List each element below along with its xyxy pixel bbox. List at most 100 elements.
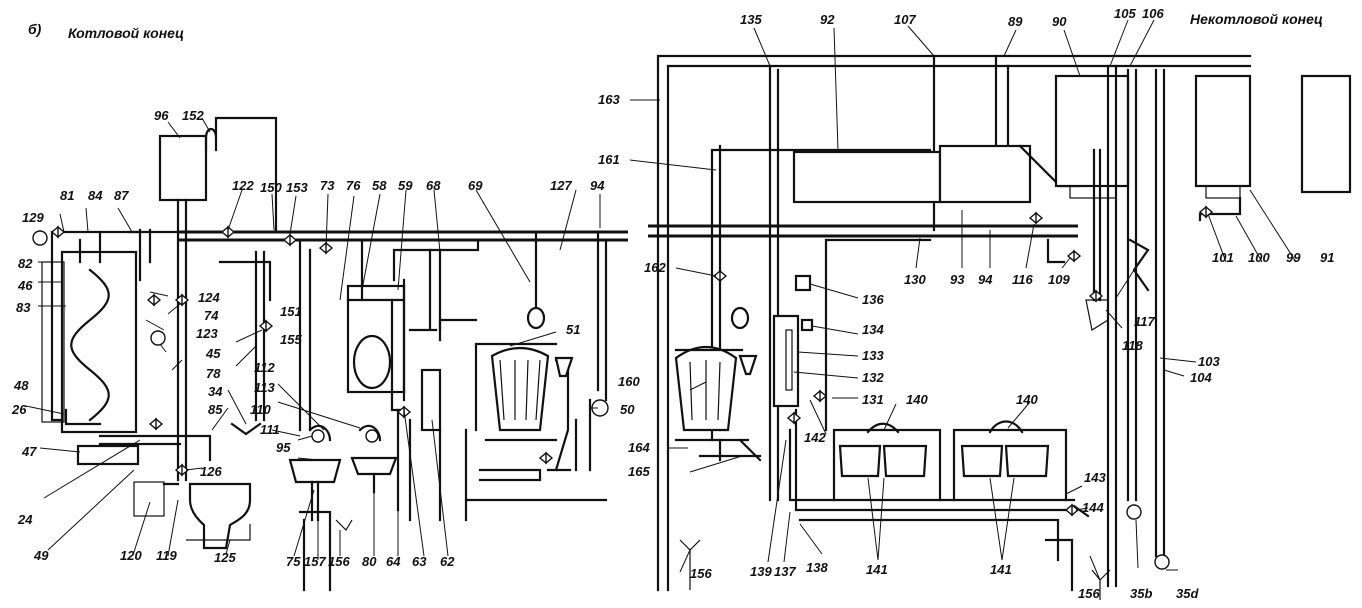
label-48: 48 xyxy=(13,378,29,393)
right-end-title: Некотловой конец xyxy=(1190,11,1323,27)
label-83: 83 xyxy=(16,300,31,315)
label-74: 74 xyxy=(204,308,219,323)
label-152: 152 xyxy=(182,108,204,123)
label-132: 132 xyxy=(862,370,884,385)
tank-99-base xyxy=(1205,185,1241,199)
label-156-right: 156 xyxy=(1078,586,1100,601)
label-111: 111 xyxy=(260,422,280,437)
label-62: 62 xyxy=(440,554,455,569)
label-116: 116 xyxy=(1012,272,1033,287)
filter-62 xyxy=(420,368,442,432)
label-140-right: 140 xyxy=(1016,392,1038,407)
label-110: 110 xyxy=(250,402,271,417)
label-142: 142 xyxy=(804,430,826,445)
label-100: 100 xyxy=(1248,250,1270,265)
label-122: 122 xyxy=(232,178,254,193)
toilet-bowl xyxy=(188,482,252,550)
label-144: 144 xyxy=(1082,500,1104,515)
label-35b: 35b xyxy=(1130,586,1152,601)
label-117: 117 xyxy=(1134,314,1155,329)
label-150: 150 xyxy=(260,180,282,195)
label-94-left: 94 xyxy=(590,178,605,193)
label-104: 104 xyxy=(1190,370,1212,385)
drain-35b xyxy=(1126,504,1142,520)
flush-box xyxy=(133,481,165,517)
label-45: 45 xyxy=(205,346,221,361)
label-163: 163 xyxy=(598,92,620,107)
label-137: 137 xyxy=(774,564,796,579)
washbasins-left xyxy=(832,422,942,502)
valve-69-body xyxy=(526,306,546,330)
label-136: 136 xyxy=(862,292,884,307)
device-134 xyxy=(800,318,814,332)
boiler-base xyxy=(76,444,140,466)
gauge-129 xyxy=(32,230,48,246)
label-139: 139 xyxy=(750,564,772,579)
label-34: 34 xyxy=(208,384,223,399)
boiler-body xyxy=(60,250,138,434)
label-109: 109 xyxy=(1048,272,1070,287)
label-103: 103 xyxy=(1198,354,1220,369)
label-75: 75 xyxy=(286,554,301,569)
label-49: 49 xyxy=(33,548,49,563)
tank-90 xyxy=(1054,74,1130,188)
label-143: 143 xyxy=(1084,470,1106,485)
valve-51-housing xyxy=(554,356,574,378)
valve-162-body xyxy=(730,306,750,330)
label-51: 51 xyxy=(566,322,580,337)
label-99: 99 xyxy=(1286,250,1301,265)
label-101: 101 xyxy=(1212,250,1234,265)
label-161: 161 xyxy=(598,152,620,167)
heating-coil xyxy=(70,268,110,422)
funnel-34 xyxy=(230,422,262,436)
label-85: 85 xyxy=(208,402,223,417)
valve-160-housing xyxy=(738,354,758,376)
tank-99 xyxy=(1194,74,1252,188)
label-113: 113 xyxy=(254,380,275,395)
label-124: 124 xyxy=(198,290,220,305)
label-134: 134 xyxy=(862,322,884,337)
label-64: 64 xyxy=(386,554,401,569)
thermometer-45 xyxy=(150,330,166,346)
left-valves xyxy=(50,225,554,477)
label-92: 92 xyxy=(820,12,835,27)
label-94-right: 94 xyxy=(978,272,993,287)
label-156-left: 156 xyxy=(328,554,350,569)
label-87: 87 xyxy=(114,188,129,203)
left-end-title: Котловой конец xyxy=(68,25,184,41)
label-96: 96 xyxy=(154,108,169,123)
washbasins-right xyxy=(952,420,1068,502)
device-136 xyxy=(794,274,812,292)
label-162: 162 xyxy=(644,260,666,275)
label-141-left: 141 xyxy=(866,562,888,577)
label-123: 123 xyxy=(196,326,218,341)
tank-92 xyxy=(792,150,942,204)
label-47: 47 xyxy=(21,444,37,459)
expansion-tank xyxy=(158,134,208,202)
label-59: 59 xyxy=(398,178,413,193)
label-129: 129 xyxy=(22,210,44,225)
basin-80 xyxy=(350,456,398,476)
label-73: 73 xyxy=(320,178,335,193)
label-89: 89 xyxy=(1008,14,1023,29)
label-157: 157 xyxy=(304,554,326,569)
label-81: 81 xyxy=(60,188,74,203)
label-127: 127 xyxy=(550,178,572,193)
heater-vessel xyxy=(352,334,392,390)
label-153: 153 xyxy=(286,180,308,195)
label-46: 46 xyxy=(17,278,33,293)
label-160: 160 xyxy=(618,374,640,389)
label-135: 135 xyxy=(740,12,762,27)
label-151: 151 xyxy=(280,304,302,319)
label-140-left: 140 xyxy=(906,392,928,407)
expansion-pipe xyxy=(204,116,278,232)
drain-35d xyxy=(1154,554,1170,570)
label-155: 155 xyxy=(280,332,302,347)
label-24: 24 xyxy=(17,512,33,527)
label-126: 126 xyxy=(200,464,222,479)
label-69: 69 xyxy=(468,178,483,193)
label-105: 105 xyxy=(1114,6,1136,21)
label-84: 84 xyxy=(88,188,103,203)
label-130: 130 xyxy=(904,272,926,287)
label-138: 138 xyxy=(806,560,828,575)
